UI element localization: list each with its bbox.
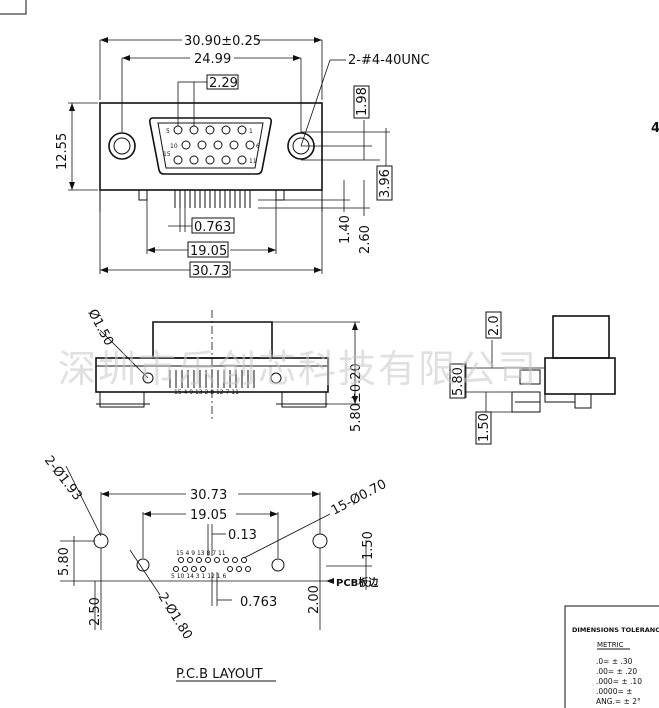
front-body-outline xyxy=(99,102,323,191)
pin-label-15: 15 xyxy=(163,151,171,158)
pcb-dim-250: 2.50 xyxy=(88,597,103,626)
dim-side-height: 5.80±0.20 xyxy=(349,363,364,432)
tolerance-line-5: ANG.= ± 2° xyxy=(596,697,641,706)
pin-label-5: 5 xyxy=(166,128,170,135)
end-body xyxy=(544,357,616,395)
tolerance-title: DIMENSIONS TOLERANCE xyxy=(572,626,659,634)
tolerance-line-1: .0= ± .30 xyxy=(596,657,633,666)
dim-mount-spacing: 24.99 xyxy=(194,52,231,67)
dim-260: 2.60 xyxy=(358,225,373,254)
pin-label-11: 11 xyxy=(249,158,257,165)
dim-396: 3.96 xyxy=(378,169,393,198)
corner-mark xyxy=(0,0,27,15)
pcb-locating-hole-left xyxy=(136,558,150,572)
front-pins xyxy=(174,190,251,208)
dim-height: 12.55 xyxy=(55,133,70,170)
pcb-layout: 15 4 9 13 8 7 11 5 10 14 3 1 12 1 6 30.7… xyxy=(41,453,389,682)
dim-198: 1.98 xyxy=(355,87,370,116)
dim-end-20: 2.0 xyxy=(487,315,502,336)
dim-base-width: 30.73 xyxy=(192,264,229,279)
pcb-dim-200: 2.00 xyxy=(307,585,322,614)
pin-label-6: 6 xyxy=(256,143,260,150)
pin-row-3 xyxy=(173,155,247,165)
pcb-layout-title: P.C.B LAYOUT xyxy=(176,667,263,682)
dim-overall-width: 30.90±0.25 xyxy=(184,34,261,49)
pcb-label-large-holes: 2-Ø1.93 xyxy=(41,453,85,503)
pcb-label-pin-holes: 15-Ø0.70 xyxy=(329,477,389,519)
pcb-dim-150: 1.50 xyxy=(361,531,376,560)
edge-mark: 4 xyxy=(651,121,659,136)
pcb-locating-hole-right xyxy=(271,558,285,572)
pcb-label-small-holes: 2-Ø1.80 xyxy=(155,590,195,642)
pcb-dim-pin-pitch: 0.763 xyxy=(240,595,277,610)
end-shell xyxy=(552,315,610,359)
side-body xyxy=(95,357,329,393)
pcb-dim-offset: 0.13 xyxy=(228,528,257,543)
dim-end-580: 5.80 xyxy=(451,367,466,396)
side-pins xyxy=(169,370,255,388)
pcb-pin-holes xyxy=(173,557,251,572)
dim-140: 1.40 xyxy=(338,215,353,244)
tolerance-line-4: .0000= ± xyxy=(596,687,632,696)
pcb-row1-labels: 15 4 9 13 8 7 11 xyxy=(176,550,226,557)
pcb-dim-outer-span: 30.73 xyxy=(190,488,227,503)
dim-pin-width: 0.763 xyxy=(194,220,231,235)
pin-row-2 xyxy=(181,140,255,150)
end-view: 2.0 5.80 1.50 xyxy=(449,311,616,445)
mount-hole-left xyxy=(108,132,136,160)
dim-hole-dia: Ø1.50 xyxy=(84,307,116,349)
pin-label-1: 1 xyxy=(249,128,253,135)
pcb-row2-labels: 5 10 14 3 1 12 1 6 xyxy=(171,573,227,580)
watermark-text: 深圳市乐创芯科技有限公司 xyxy=(58,347,538,391)
pin-label-10: 10 xyxy=(170,143,178,150)
pin-row-1 xyxy=(173,125,247,135)
pcb-dim-580: 5.80 xyxy=(57,547,72,576)
tolerance-line-2: .00= ± .20 xyxy=(596,667,637,676)
side-pin-labels: 15 4 9 13 2 8 12 7 11 xyxy=(174,389,239,396)
label-screw-thread: 2-#4-40UNC xyxy=(348,53,430,68)
tolerance-table: DIMENSIONS TOLERANCE METRIC .0= ± .30 .0… xyxy=(564,605,659,708)
dsub-shell xyxy=(149,117,272,175)
pcb-mount-hole-right xyxy=(312,533,328,549)
pcb-edge-label: PCB板边 xyxy=(336,576,379,589)
tolerance-subtitle: METRIC xyxy=(597,641,624,649)
dim-pin-pitch: 2.29 xyxy=(209,76,238,91)
dim-end-150: 1.50 xyxy=(477,413,492,442)
dim-pin-span: 19.05 xyxy=(190,244,227,259)
pcb-mount-hole-left xyxy=(93,533,109,549)
tolerance-line-3: .000= ± .10 xyxy=(596,677,642,686)
front-view: 5 1 10 6 15 11 30 xyxy=(55,34,430,279)
pcb-dim-pin-span: 19.05 xyxy=(190,508,227,523)
